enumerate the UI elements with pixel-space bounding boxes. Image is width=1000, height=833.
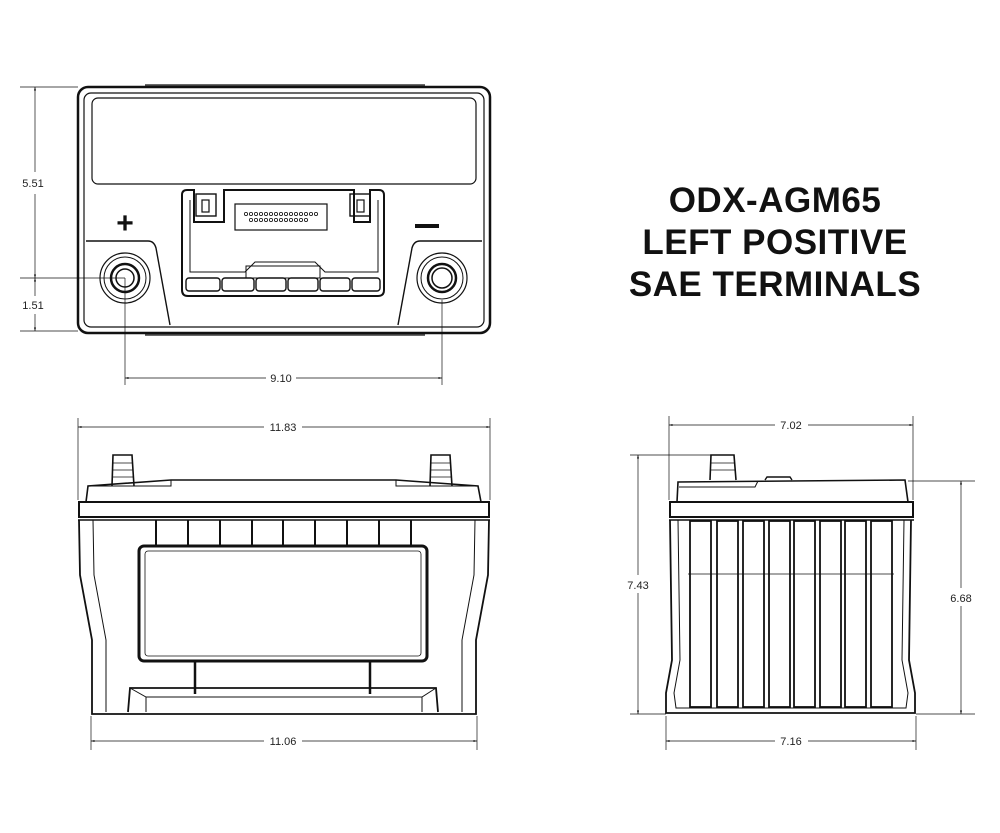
- dim-1-51: 1.51: [22, 300, 43, 312]
- negative-terminal: [416, 252, 468, 304]
- model-title: ODX-AGM65 LEFT POSITIVE SAE TERMINALS: [600, 180, 950, 306]
- title-terminal-type: SAE TERMINALS: [628, 265, 922, 304]
- dim-9-10: 9.10: [270, 373, 291, 385]
- dim-5-51: 5.51: [22, 178, 43, 190]
- negative-symbol: [415, 224, 439, 228]
- top-view: + 5.51 1.51 9.10: [20, 84, 492, 385]
- front-view: 11.83 11.06: [77, 418, 491, 750]
- dim-7-02: 7.02: [780, 420, 801, 432]
- dim-6-68: 6.68: [950, 593, 971, 605]
- dim-11-83: 11.83: [270, 422, 297, 434]
- dim-11-06: 11.06: [270, 736, 297, 748]
- vent-holes: [243, 211, 318, 222]
- positive-symbol: +: [116, 207, 134, 240]
- title-model: ODX-AGM65: [668, 181, 882, 220]
- side-view: 7.02 7.16 7.43 6.68: [627, 416, 975, 750]
- dim-7-43: 7.43: [627, 580, 648, 592]
- title-terminal-position: LEFT POSITIVE: [642, 223, 908, 262]
- dim-7-16: 7.16: [780, 736, 801, 748]
